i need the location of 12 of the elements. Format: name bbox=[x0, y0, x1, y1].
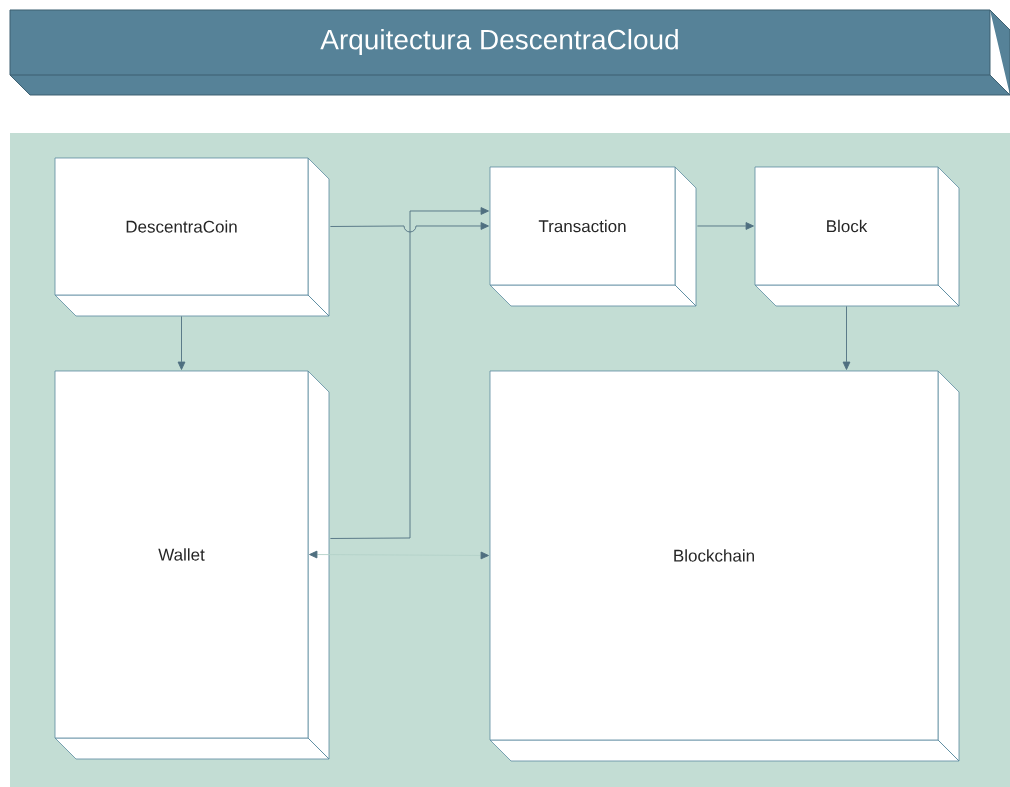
box: Blockchain bbox=[489, 370, 960, 762]
box: DescentraCoin bbox=[54, 157, 330, 317]
arrow bbox=[329, 222, 489, 233]
arrow bbox=[696, 222, 754, 230]
arrow bbox=[329, 207, 489, 539]
box: Transaction bbox=[489, 166, 697, 307]
arrow bbox=[309, 550, 489, 560]
title-banner: Arquitectura DescentraCloud bbox=[9, 9, 1010, 96]
box: Wallet bbox=[54, 370, 330, 760]
arrow bbox=[177, 315, 186, 370]
arrow bbox=[842, 305, 851, 370]
box: Block bbox=[754, 166, 960, 307]
